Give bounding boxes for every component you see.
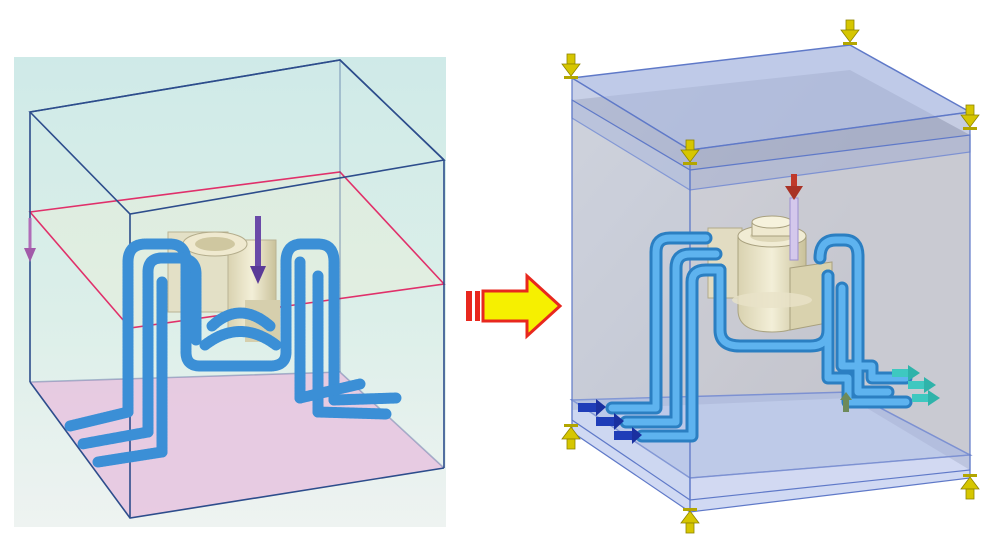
clamp-arrow-top-2: [840, 19, 860, 45]
transition-arrow: [466, 272, 563, 340]
inlet-arrow-2: [596, 413, 624, 430]
clamp-arrow-bottom-3: [960, 474, 980, 500]
sprue: [789, 197, 799, 261]
clamp-arrow-bottom-2: [680, 508, 700, 534]
left-panel: [14, 57, 446, 527]
clamp-arrow-top-3: [960, 104, 980, 130]
outlet-arrow-3: [912, 390, 940, 406]
outlet-arrow-2: [908, 377, 936, 393]
inlet-arrow-1: [578, 399, 606, 416]
left-cooling-lines: [64, 238, 402, 468]
left-injection-arrow: [250, 216, 266, 284]
clamp-arrow-bottom-1: [561, 424, 581, 450]
inlet-arrow-3: [614, 427, 642, 444]
clamp-arrow-top-1: [561, 53, 581, 79]
clamp-arrow-top-4: [680, 139, 700, 165]
sprue-arrow: [785, 174, 803, 200]
mold-right-face: [850, 70, 970, 470]
ejector-arrow: [840, 392, 852, 412]
right-panel: [561, 19, 980, 534]
left-parting-arrow: [24, 218, 36, 262]
outlet-arrow-1: [892, 365, 920, 381]
right-cooling-lines: [605, 231, 913, 443]
